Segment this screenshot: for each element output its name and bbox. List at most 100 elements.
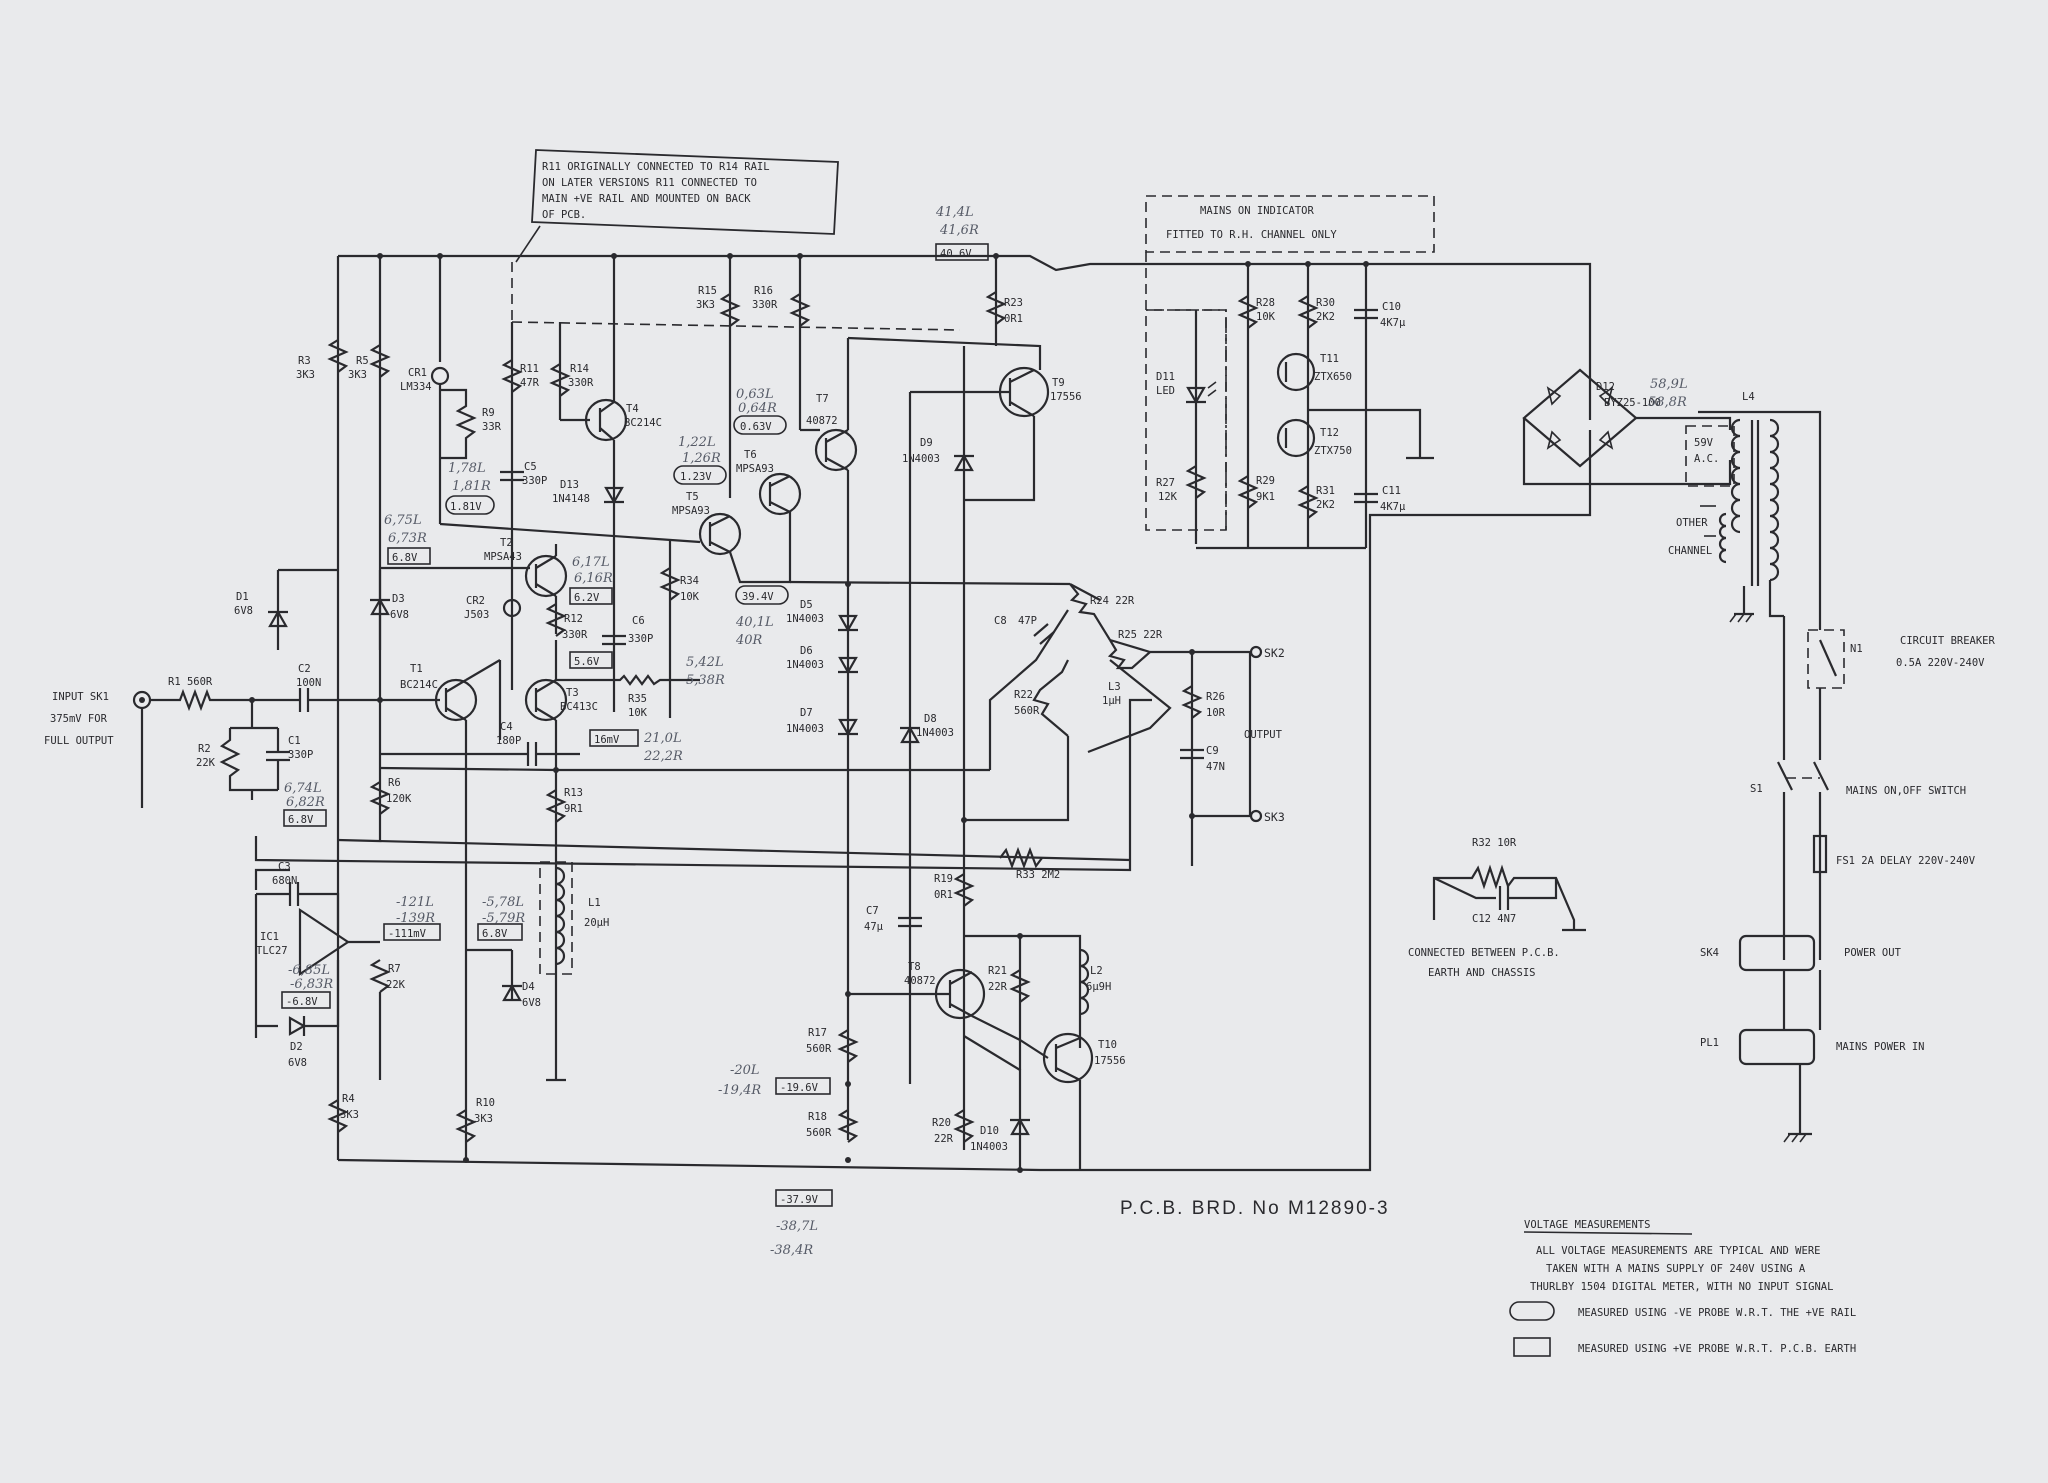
r23-value: 0R1 xyxy=(1004,313,1023,325)
r14-value: 330R xyxy=(568,377,594,389)
output-stage-bottom: R19 0R1 C7 47µ T8 40872 R21 22R L2 6µ9H … xyxy=(806,873,1126,1170)
hw-note: 58,9L xyxy=(1650,377,1688,392)
note-line-3: MAIN +VE RAIL AND MOUNTED ON BACK xyxy=(542,193,751,205)
r32-label: R32 10R xyxy=(1472,837,1517,849)
legend-line: ALL VOLTAGE MEASUREMENTS ARE TYPICAL AND… xyxy=(1536,1245,1820,1257)
d1-label: D1 xyxy=(236,591,249,603)
c11-label: C11 xyxy=(1382,485,1401,497)
d10-label: D10 xyxy=(980,1125,999,1137)
c11-value: 4K7µ xyxy=(1380,501,1406,513)
sk2-label: SK2 xyxy=(1264,646,1285,660)
voltage-oval xyxy=(445,495,495,515)
junction-dots xyxy=(249,253,1369,1173)
d12-value: BYZ25-100 xyxy=(1604,397,1661,409)
t3-label: T3 xyxy=(566,687,579,699)
input-full-output: FULL OUTPUT xyxy=(44,735,114,747)
c5-value: 330P xyxy=(522,475,547,487)
note-line-4: OF PCB. xyxy=(542,209,586,221)
legend-line: THURLBY 1504 DIGITAL METER, WITH NO INPU… xyxy=(1530,1281,1833,1293)
ic1-opamp-icon xyxy=(298,907,350,977)
cr1-current-source: CR1 LM334 R9 33R xyxy=(400,256,701,544)
d6-value: 1N4003 xyxy=(786,659,824,671)
hw-note: 58,8R xyxy=(1648,395,1687,410)
t1-label: T1 xyxy=(410,663,423,675)
d4-value: 6V8 xyxy=(522,997,541,1009)
input-label: INPUT SK1 xyxy=(52,691,109,703)
r5-value: 3K3 xyxy=(348,369,367,381)
r10-label: R10 xyxy=(476,1097,495,1109)
oval-legend-icon xyxy=(1509,1301,1555,1321)
c6-value: 330P xyxy=(628,633,653,645)
d13-value: 1N4148 xyxy=(552,493,590,505)
pl1-plug-icon xyxy=(1738,1028,1816,1066)
d2-value: 6V8 xyxy=(288,1057,307,1069)
handwritten-notes: 41,4L 41,6R 0,63L 0,64R 1,22L 1,26R 1,78… xyxy=(284,205,1688,1258)
hw-note: 1,81R xyxy=(452,479,491,494)
mains-indicator-title: MAINS ON INDICATOR xyxy=(1200,205,1314,217)
hw-note: 6,17L xyxy=(572,555,610,570)
hw-note: 40R xyxy=(735,633,763,648)
t11-label: T11 xyxy=(1320,353,1339,365)
r7-value: 22K xyxy=(386,979,406,991)
left-resistors: R3 3K3 R5 3K3 R4 3K3 xyxy=(296,256,391,1133)
d11-value: LED xyxy=(1156,385,1175,397)
hw-note: 1,26R xyxy=(682,451,721,466)
cr1-value: LM334 xyxy=(400,381,432,393)
d8-value: 1N4003 xyxy=(916,727,954,739)
t9-value: 17556 xyxy=(1050,391,1082,403)
d13-label: D13 xyxy=(560,479,579,491)
l2-value: 6µ9H xyxy=(1086,981,1111,993)
power-supply: D12 BYZ25-100 L4 59V A.C. OTHER CHANNEL xyxy=(1522,368,1822,630)
r28-value: 10K xyxy=(1256,311,1276,323)
d10-value: 1N4003 xyxy=(970,1141,1008,1153)
c4-label: C4 xyxy=(500,721,513,733)
hw-note: 6,74L xyxy=(284,781,322,796)
bias-diodes: D5 1N4003 D6 1N4003 D7 1N4003 D8 1N4003 xyxy=(786,599,954,744)
r17-label: R17 xyxy=(808,1027,827,1039)
voltage-box xyxy=(387,547,431,565)
d8-label: D8 xyxy=(924,713,937,725)
voltage-neg-19-6: -19.6V xyxy=(780,1082,819,1094)
t1-transistor-icon xyxy=(434,678,478,722)
r21-value: 22R xyxy=(988,981,1008,993)
ac-box xyxy=(1685,425,1735,487)
l2-label: L2 xyxy=(1090,965,1103,977)
d7-value: 1N4003 xyxy=(786,723,824,735)
r34-label: R34 xyxy=(680,575,699,587)
t2-transistor-icon xyxy=(524,554,568,598)
mains-indicator: MAINS ON INDICATOR FITTED TO R.H. CHANNE… xyxy=(1145,195,1435,550)
r30-label: R30 xyxy=(1316,297,1335,309)
transformer-secondary-icon xyxy=(1730,418,1741,534)
d9-value: 1N4003 xyxy=(902,453,940,465)
c9-value: 47N xyxy=(1206,761,1225,773)
voltage-box xyxy=(569,587,613,605)
r18-value: 560R xyxy=(806,1127,832,1139)
t6-label: T6 xyxy=(744,449,757,461)
d5-value: 1N4003 xyxy=(786,613,824,625)
note-line-2: ON LATER VERSIONS R11 CONNECTED TO xyxy=(542,177,757,189)
hw-note: -38,7L xyxy=(776,1219,818,1234)
input-stage: INPUT SK1 375mV FOR FULL OUTPUT R1 560R … xyxy=(44,663,440,808)
chassis-note-2: EARTH AND CHASSIS xyxy=(1428,967,1535,979)
legend-line: TAKEN WITH A MAINS SUPPLY OF 240V USING … xyxy=(1546,1263,1806,1275)
r35-label: R35 xyxy=(628,693,647,705)
l1-outline xyxy=(539,861,573,975)
c10-value: 4K7µ xyxy=(1380,317,1406,329)
voltage-0-63: 0.63V xyxy=(740,421,772,433)
output-label: OUTPUT xyxy=(1244,729,1283,741)
l3-label: L3 xyxy=(1108,681,1121,693)
hw-note: 40,1L xyxy=(735,615,774,630)
t8-label: T8 xyxy=(908,961,921,973)
cr2-label: CR2 xyxy=(466,595,485,607)
r2-label: R2 xyxy=(198,743,211,755)
r17-value: 560R xyxy=(806,1043,832,1055)
c4-value: 180P xyxy=(496,735,521,747)
chassis-note-1: CONNECTED BETWEEN P.C.B. xyxy=(1408,947,1560,959)
r23-label: R23 xyxy=(1004,297,1023,309)
r16-label: R16 xyxy=(754,285,773,297)
voltage-box xyxy=(283,809,327,827)
r24-label: R24 22R xyxy=(1090,595,1135,607)
t6-value: MPSA93 xyxy=(736,463,774,475)
hw-note: 41,4L xyxy=(935,205,974,220)
